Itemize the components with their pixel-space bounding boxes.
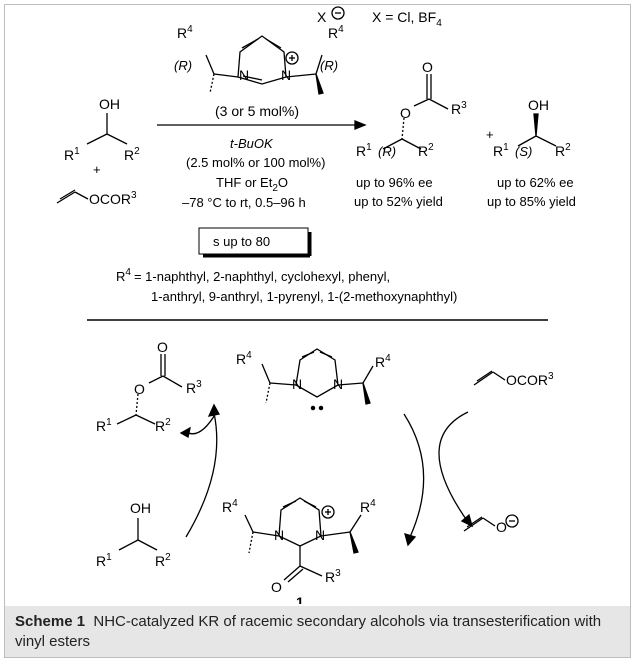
free-carbene xyxy=(261,348,374,411)
svg-text:R1: R1 xyxy=(96,417,112,434)
svg-text:R4= 1-naphthyl, 2-naphthyl, cy: R4= 1-naphthyl, 2-naphthyl, cyclohexyl, … xyxy=(116,267,390,284)
plus-products: + xyxy=(486,127,494,142)
svg-text:R4: R4 xyxy=(375,353,391,370)
cycle-alcohol xyxy=(118,518,158,551)
svg-text:R1: R1 xyxy=(493,142,509,159)
r4-def-line2: 1-anthryl, 9-anthryl, 1-pyrenyl, 1-(2-me… xyxy=(151,289,457,304)
svg-text:R2: R2 xyxy=(124,146,140,163)
svg-text:R3: R3 xyxy=(186,379,202,396)
svg-text:R1: R1 xyxy=(64,146,80,163)
acyl-azolium xyxy=(244,497,362,583)
s-factor: s up to 80 xyxy=(213,234,270,249)
vinyl-ester xyxy=(56,189,89,204)
base: t-BuOK xyxy=(230,136,274,151)
racemic-alcohol xyxy=(86,113,128,145)
r4-def-line1: = 1-naphthyl, 2-naphthyl, cyclohexyl, ph… xyxy=(134,269,390,284)
svg-text:OH: OH xyxy=(99,96,120,112)
caption: Scheme 1 NHC-catalyzed KR of racemic sec… xyxy=(5,606,630,657)
r-conf-right: (R) xyxy=(320,58,338,73)
vinyl-ester-label: OCOR xyxy=(89,191,131,207)
r-conf-product: (R) xyxy=(378,144,396,159)
product-alcohol xyxy=(517,113,557,147)
solvent: THF or Et xyxy=(216,175,273,190)
reaction-scheme: N N R4 (R) R4 (R) X X = Cl, BF4 (3 or 5 … xyxy=(56,6,576,604)
svg-text:R4: R4 xyxy=(222,498,238,515)
cycle-ester xyxy=(116,354,183,425)
caption-text: NHC-catalyzed KR of racemic secondary al… xyxy=(15,613,602,650)
svg-text:R4: R4 xyxy=(236,350,252,367)
r-conf-left: (R) xyxy=(174,58,192,73)
svg-text:R2: R2 xyxy=(155,552,171,569)
r4-right: R xyxy=(328,25,338,41)
svg-text:R1: R1 xyxy=(96,552,112,569)
catalyst-loading: (3 or 5 mol%) xyxy=(215,103,299,119)
svg-text:R2: R2 xyxy=(555,142,571,159)
svg-text:O: O xyxy=(496,519,507,535)
svg-text:OCOR3: OCOR3 xyxy=(89,190,137,207)
r4-left: R xyxy=(177,25,187,41)
x-definition: X = Cl, BF xyxy=(372,9,436,25)
counter-anion: X xyxy=(317,9,327,25)
svg-text:N: N xyxy=(333,376,343,392)
product-ester xyxy=(382,74,449,150)
ester-ee: up to 96% ee xyxy=(356,175,433,190)
left-cycle-arrows xyxy=(179,403,221,538)
alcohol-ee: up to 62% ee xyxy=(497,175,574,190)
svg-text:N: N xyxy=(315,527,325,543)
svg-text:O: O xyxy=(422,59,433,75)
svg-text:R2: R2 xyxy=(155,417,171,434)
n1-label: N xyxy=(239,67,249,83)
svg-text:THF or Et2O: THF or Et2O xyxy=(216,175,288,194)
alcohol-yield: up to 85% yield xyxy=(487,194,576,209)
s-factor-box xyxy=(198,227,309,255)
svg-text:R4: R4 xyxy=(328,24,344,41)
svg-text:R2: R2 xyxy=(418,142,434,159)
svg-text:OCOR3: OCOR3 xyxy=(506,371,554,388)
svg-text:R4: R4 xyxy=(177,24,193,41)
svg-text:R1: R1 xyxy=(356,142,372,159)
n3-label: N xyxy=(281,67,291,83)
svg-text:X = Cl, BF4: X = Cl, BF4 xyxy=(372,9,442,29)
right-cycle-arrows xyxy=(403,411,474,547)
svg-text:R3: R3 xyxy=(325,568,341,585)
svg-text:O: O xyxy=(271,579,282,595)
base-loading: (2.5 mol% or 100 mol%) xyxy=(186,155,325,170)
plus-top: + xyxy=(93,162,101,177)
cycle-vinyl-ester xyxy=(473,370,506,386)
caption-label: Scheme 1 xyxy=(15,613,86,630)
svg-text:R3: R3 xyxy=(451,100,467,117)
svg-text:O: O xyxy=(157,339,168,355)
imidazolium-catalyst xyxy=(205,35,324,95)
compound-number: 1 xyxy=(296,594,304,604)
svg-text:N: N xyxy=(292,376,302,392)
conditions: –78 °C to rt, 0.5–96 h xyxy=(182,195,306,210)
svg-text:O: O xyxy=(400,105,411,121)
scheme-frame xyxy=(4,4,631,658)
svg-text:O: O xyxy=(134,381,145,397)
svg-text:N: N xyxy=(274,527,284,543)
s-conf-product: (S) xyxy=(515,144,532,159)
ester-yield: up to 52% yield xyxy=(354,194,443,209)
svg-text:OH: OH xyxy=(528,97,549,113)
svg-text:R4: R4 xyxy=(360,498,376,515)
enolate xyxy=(463,514,519,532)
svg-text:OH: OH xyxy=(130,500,151,516)
